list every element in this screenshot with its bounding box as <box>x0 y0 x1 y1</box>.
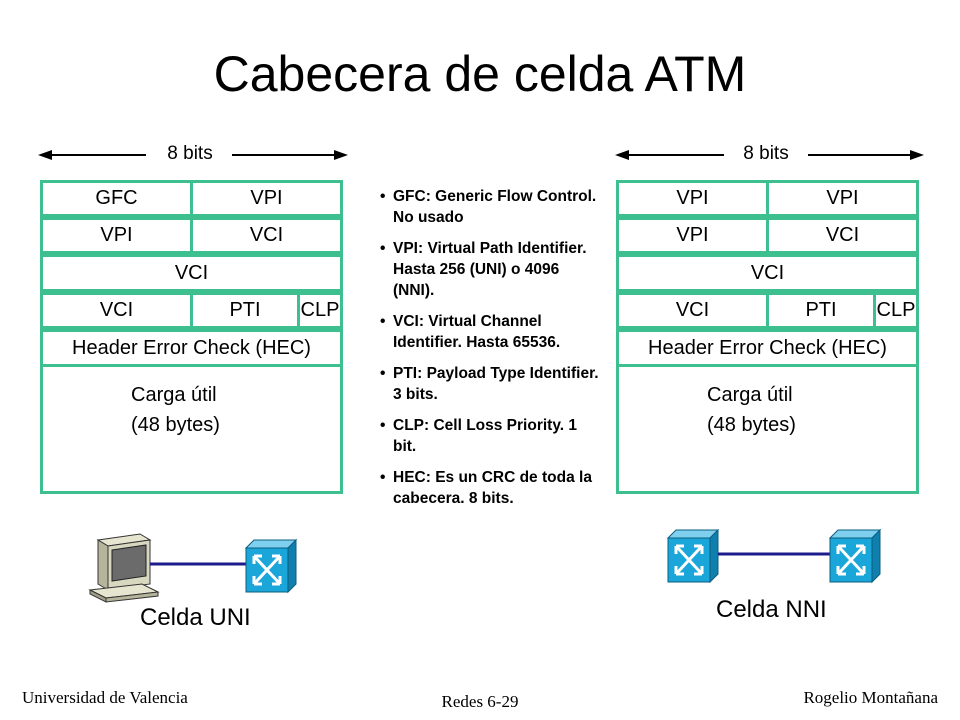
uni-field-clp: CLP <box>297 292 343 329</box>
nni-payload-label: Carga útil (48 bytes) <box>707 380 796 440</box>
nni-caption: Celda NNI <box>716 596 827 623</box>
bullet-pti: PTI: Payload Type Identifier. 3 bits. <box>380 363 602 405</box>
uni-caption: Celda UNI <box>140 604 251 631</box>
uni-bits-arrow-right <box>232 154 340 156</box>
nni-payload-line2: (48 bytes) <box>707 414 796 436</box>
nni-field-clp: CLP <box>873 292 919 329</box>
arrow-left-icon <box>38 150 52 160</box>
footer-page: Redes 6-29 <box>441 692 519 711</box>
uni-payload-line2: (48 bytes) <box>131 414 220 436</box>
uni-payload-box: Carga útil (48 bytes) <box>40 364 343 494</box>
nni-payload-box: Carga útil (48 bytes) <box>616 364 919 494</box>
nni-field-vci-full: VCI <box>616 254 919 292</box>
uni-field-hec: Header Error Check (HEC) <box>40 329 343 367</box>
nni-field-vpi-3: VPI <box>616 217 769 254</box>
uni-field-vci-full: VCI <box>40 254 343 292</box>
nni-field-vci-3: VCI <box>616 292 769 329</box>
atm-switch-icon <box>828 528 882 584</box>
uni-bits-label: 8 bits <box>167 143 213 164</box>
computer-icon <box>88 533 160 603</box>
bullet-vci: VCI: Virtual Channel Identifier. Hasta 6… <box>380 311 602 353</box>
nni-bits-arrow-right <box>808 154 914 156</box>
nni-field-vpi-2: VPI <box>766 180 919 217</box>
uni-field-gfc: GFC <box>40 180 193 217</box>
arrow-left-icon <box>615 150 629 160</box>
nni-field-vpi: VPI <box>616 180 769 217</box>
uni-field-vci: VCI <box>190 217 343 254</box>
nni-bits-arrow-left <box>622 154 724 156</box>
bullet-clp: CLP: Cell Loss Priority. 1 bit. <box>380 415 602 457</box>
footer-university: Universidad de Valencia <box>22 688 188 707</box>
bullet-hec: HEC: Es un CRC de toda la cabecera. 8 bi… <box>380 467 602 509</box>
uni-payload-line1: Carga útil <box>131 384 217 406</box>
uni-field-vpi-2: VPI <box>40 217 193 254</box>
bullet-gfc: GFC: Generic Flow Control. No usado <box>380 186 602 228</box>
atm-switch-icon <box>666 528 720 584</box>
uni-network-illustration <box>88 533 298 603</box>
field-descriptions: GFC: Generic Flow Control. No usado VPI:… <box>380 186 602 519</box>
uni-field-pti: PTI <box>190 292 300 329</box>
nni-field-pti: PTI <box>766 292 876 329</box>
footer-author: Rogelio Montañana <box>803 688 938 707</box>
arrow-right-icon <box>910 150 924 160</box>
bullet-vpi: VPI: Virtual Path Identifier. Hasta 256 … <box>380 238 602 301</box>
page-title: Cabecera de celda ATM <box>213 46 747 102</box>
arrow-right-icon <box>334 150 348 160</box>
nni-bits-label: 8 bits <box>743 143 789 164</box>
nni-network-illustration <box>666 528 882 584</box>
uni-field-vci-3: VCI <box>40 292 193 329</box>
nni-field-vci: VCI <box>766 217 919 254</box>
atm-switch-icon <box>244 538 298 594</box>
uni-bits-arrow-left <box>44 154 146 156</box>
nni-payload-line1: Carga útil <box>707 384 793 406</box>
uni-field-vpi: VPI <box>190 180 343 217</box>
nni-field-hec: Header Error Check (HEC) <box>616 329 919 367</box>
uni-payload-label: Carga útil (48 bytes) <box>131 380 220 440</box>
